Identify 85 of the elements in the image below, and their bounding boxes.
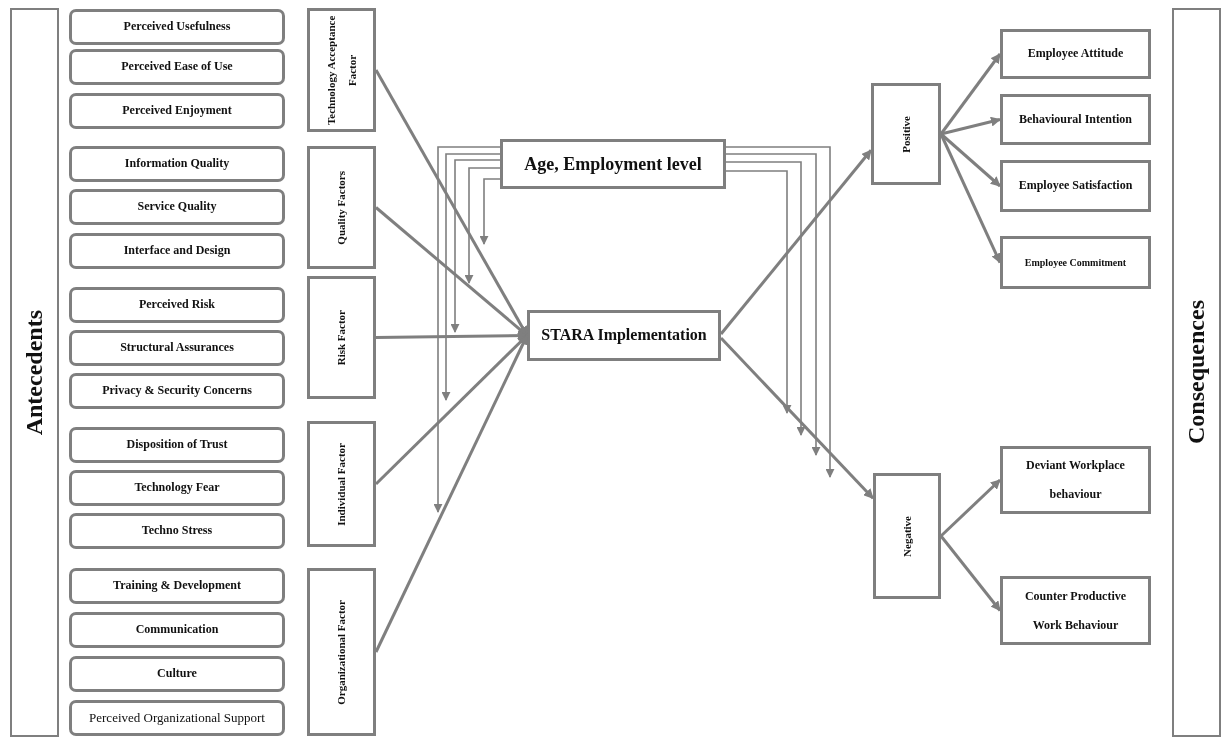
- box-label: Employee Satisfaction: [1017, 179, 1134, 193]
- antecedent-box: [69, 373, 285, 409]
- construct-box: [1000, 576, 1151, 645]
- moderator-arrow: [433, 146, 501, 513]
- box-label: Perceived Usefulness: [123, 20, 231, 34]
- arrow: [939, 478, 1002, 538]
- box-label: Privacy & Security Concerns: [102, 384, 252, 398]
- box-label: Technology Fear: [134, 481, 220, 495]
- vertical-label: Antecedents: [20, 309, 48, 436]
- vertical-label: Positive: [898, 115, 913, 153]
- arrow: [374, 69, 529, 337]
- vertical-label: Risk Factor: [334, 309, 349, 366]
- section-label-box: [1172, 8, 1221, 737]
- factor-box: [307, 276, 376, 399]
- factor-box: [307, 568, 376, 736]
- moderator-arrow: [725, 161, 806, 436]
- section-label-box: [10, 8, 59, 737]
- antecedent-box: [69, 612, 285, 648]
- moderator-arrow: [441, 153, 501, 401]
- antecedent-box: [69, 9, 285, 45]
- antecedent-box: [69, 470, 285, 506]
- box-label: Disposition of Trust: [126, 438, 228, 452]
- construct-box: [500, 139, 726, 189]
- antecedent-box: [69, 233, 285, 269]
- construct-box: [1000, 446, 1151, 514]
- box-label: Employee Attitude: [1026, 47, 1125, 61]
- arrow: [939, 53, 1002, 135]
- construct-box: [1000, 94, 1151, 145]
- vertical-label: Quality Factors: [334, 170, 349, 245]
- factor-box: [873, 473, 941, 599]
- vertical-label: Technology Acceptance Factor: [323, 15, 359, 125]
- antecedent-box: [69, 656, 285, 692]
- box-label: Perceived Ease of Use: [121, 60, 233, 74]
- antecedent-box: [69, 49, 285, 85]
- factor-box: [307, 421, 376, 547]
- antecedent-box: [69, 700, 285, 736]
- box-label: Service Quality: [137, 200, 217, 214]
- antecedent-box: [69, 93, 285, 129]
- moderator-arrow: [725, 146, 835, 478]
- arrow: [719, 337, 875, 500]
- construct-box: [1000, 160, 1151, 212]
- antecedent-box: [69, 146, 285, 182]
- factor-box: [871, 83, 941, 185]
- construct-box: [1000, 236, 1151, 289]
- box-label: Techno Stress: [141, 524, 213, 538]
- antecedent-box: [69, 513, 285, 549]
- antecedent-box: [69, 287, 285, 323]
- box-label: Structural Assurances: [120, 341, 234, 355]
- antecedent-box: [69, 330, 285, 366]
- moderator-arrow: [725, 153, 821, 456]
- vertical-label: Individual Factor: [334, 442, 349, 526]
- vertical-label: Organizational Factor: [334, 599, 349, 705]
- box-label: STARA Implementation: [540, 326, 708, 345]
- box-label: Information Quality: [124, 157, 230, 171]
- vertical-label: Negative: [899, 515, 914, 557]
- box-label: Behavioural Intention: [1018, 112, 1133, 127]
- factor-box: [307, 146, 376, 269]
- antecedent-box: [69, 427, 285, 463]
- antecedent-box: [69, 189, 285, 225]
- moderator-arrow: [725, 170, 792, 414]
- arrow: [375, 330, 528, 341]
- arrow: [939, 535, 1002, 612]
- box-label: Perceived Enjoyment: [122, 104, 232, 118]
- box-label: Age, Employment level: [523, 153, 703, 175]
- arrow: [940, 116, 1001, 136]
- arrow: [939, 133, 1002, 264]
- box-label: Communication: [135, 623, 219, 637]
- construct-box: [1000, 29, 1151, 79]
- antecedent-box: [69, 568, 285, 604]
- moderator-arrow: [479, 178, 501, 245]
- box-label: Deviant Workplace behaviour: [1025, 457, 1126, 503]
- factor-box: [307, 8, 376, 132]
- construct-box: [527, 310, 721, 361]
- moderator-arrow: [464, 167, 501, 284]
- moderator-arrow: [450, 159, 501, 333]
- box-label: Culture: [157, 667, 197, 681]
- arrow: [940, 132, 1001, 188]
- box-label: Interface and Design: [123, 244, 231, 258]
- arrow: [719, 149, 873, 335]
- box-label: Employee Commitment: [1023, 256, 1128, 269]
- box-label: Counter Productive Work Behaviour: [1023, 587, 1128, 634]
- box-label: Perceived Risk: [138, 298, 216, 312]
- box-label: Perceived Organizational Support: [89, 711, 265, 725]
- box-label: Training & Development: [113, 579, 241, 593]
- vertical-label: Consequences: [1182, 300, 1210, 445]
